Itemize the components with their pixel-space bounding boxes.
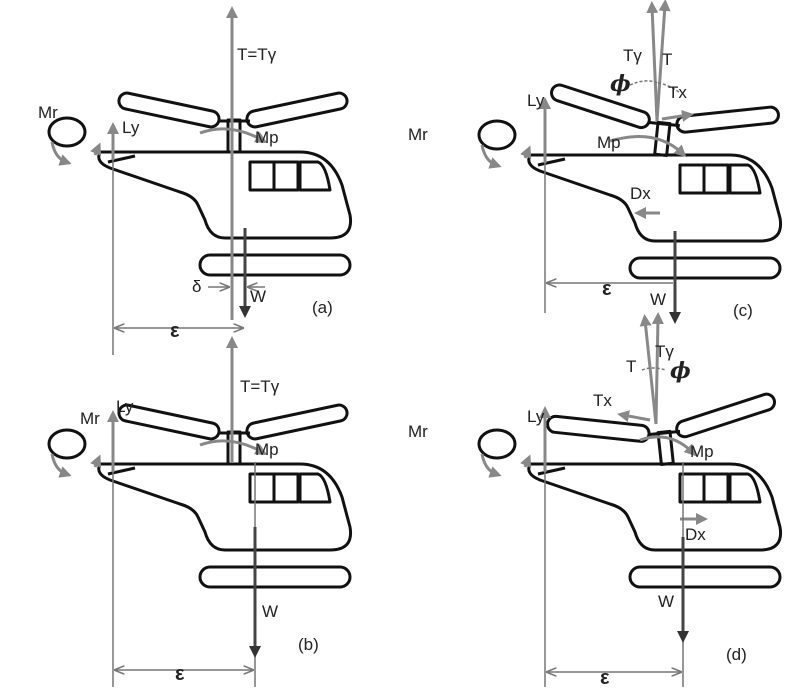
tx-arrow [661,109,694,122]
tx-arrow [617,410,651,422]
thrust-label: T [662,50,672,69]
thrust-label: T=Tγ [240,377,280,396]
mr-label: Mr [80,409,100,428]
thrust-label: T=Tγ [237,45,277,64]
phi-label: ϕ [670,358,691,384]
ty-label: Tγ [623,46,642,65]
panel-caption: (c) [733,301,753,320]
dx-label: Dx [685,525,706,544]
ty-label: Tγ [655,342,674,361]
helicopter-body [49,430,351,587]
panel-caption: (a) [312,298,333,317]
mr-label: Mr [408,422,428,441]
phi-label: ϕ [610,71,631,97]
panel-a: T=Tγ Ly Mr Mp W δ ε (a) [38,5,351,355]
ty-arrow [651,312,664,425]
mp-label: Mp [255,440,279,459]
tx-label: Tx [668,83,687,102]
mr-label: Mr [408,125,428,144]
mp-label: Mp [255,128,279,147]
thrust-label: T [626,357,636,376]
panel-d: Tγ T ϕ Tx Ly Mr Mp Dx W ε (d) [408,312,783,689]
epsilon-label: ε [602,278,612,300]
weight-label: W [650,290,666,309]
mr-label: Mr [38,103,58,122]
ly-label: Ly [116,397,134,416]
mp-label: Mp [690,442,714,461]
ty-arrow [646,1,659,122]
panel-b: T=Tγ Ly Mr Mp W ε (b) [49,336,351,687]
epsilon-label: ε [170,320,180,342]
tx-label: Tx [593,391,612,410]
phi-angle-arc [629,80,659,86]
delta-label: δ [192,277,201,296]
mp-moment-arrow [199,127,268,143]
weight-label: W [250,287,266,306]
weight-label: W [262,602,278,621]
mp-moment-arrow [639,435,697,457]
panel-caption: (b) [298,635,319,654]
mp-moment-arrow [199,439,268,455]
mp-moment-arrow [609,135,687,158]
ly-label: Ly [122,118,140,137]
dx-label: Dx [630,184,651,203]
epsilon-label: ε [175,663,185,685]
epsilon-label: ε [600,667,610,689]
helicopter-body [49,118,351,275]
weight-label: W [658,592,674,611]
thrust-arrow [639,314,658,425]
ly-label: Ly [527,407,545,426]
thrust-arrow [655,0,671,122]
panel-c: Tγ T ϕ Tx Ly Mr Mp Dx W ε (c) [408,0,783,324]
mp-label: Mp [597,133,621,152]
helicopter-body [479,430,781,587]
ly-label: Ly [527,91,545,110]
phi-angle-arc [641,367,667,371]
panel-caption: (d) [726,645,747,664]
